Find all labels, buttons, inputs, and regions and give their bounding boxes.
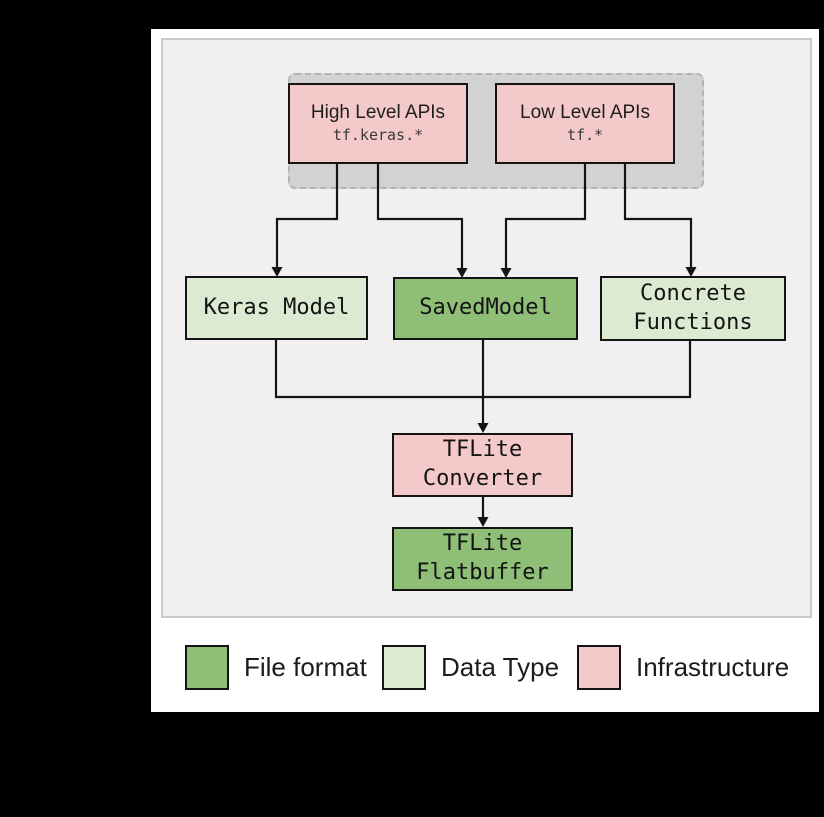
node-title-line2: Flatbuffer — [416, 560, 549, 585]
node-title-line1: TFLite — [442, 437, 523, 463]
node-savedmodel: SavedModel — [393, 277, 578, 340]
legend-label: Data Type — [441, 652, 560, 682]
node-keras-model: Keras Model — [185, 276, 368, 340]
legend-label: Infrastructure — [636, 652, 790, 682]
figure-panel: High Level APIs tf.keras.* Low Level API… — [151, 29, 819, 712]
node-title: Keras Model — [203, 294, 350, 320]
legend-item-data-type: Data Type — [382, 645, 559, 690]
node-title: SavedModel — [419, 295, 552, 321]
node-title-line2: Converter — [422, 466, 543, 491]
node-title: Low Level APIs — [520, 101, 650, 123]
legend-swatch-file-format — [185, 645, 229, 690]
legend-item-file-format: File format — [185, 645, 367, 690]
legend-label: File format — [244, 652, 367, 682]
legend-swatch-infrastructure — [577, 645, 621, 690]
node-concrete-functions: Concrete Functions — [600, 276, 786, 341]
legend-item-infrastructure: Infrastructure — [577, 645, 789, 690]
node-low-level-apis: Low Level APIs tf.* — [495, 83, 675, 164]
node-title-line2: Functions — [633, 309, 753, 335]
node-title: High Level APIs — [310, 101, 446, 123]
node-high-level-apis: High Level APIs tf.keras.* — [288, 83, 468, 164]
node-title-line1: TFLite — [442, 531, 523, 557]
node-title-line1: Concrete — [640, 280, 746, 306]
node-subtitle: tf.keras.* — [332, 126, 424, 145]
node-tflite-converter: TFLite Converter — [392, 433, 573, 497]
node-subtitle: tf.* — [566, 126, 604, 145]
legend-swatch-data-type — [382, 645, 426, 690]
node-tflite-flatbuffer: TFLite Flatbuffer — [392, 527, 573, 591]
